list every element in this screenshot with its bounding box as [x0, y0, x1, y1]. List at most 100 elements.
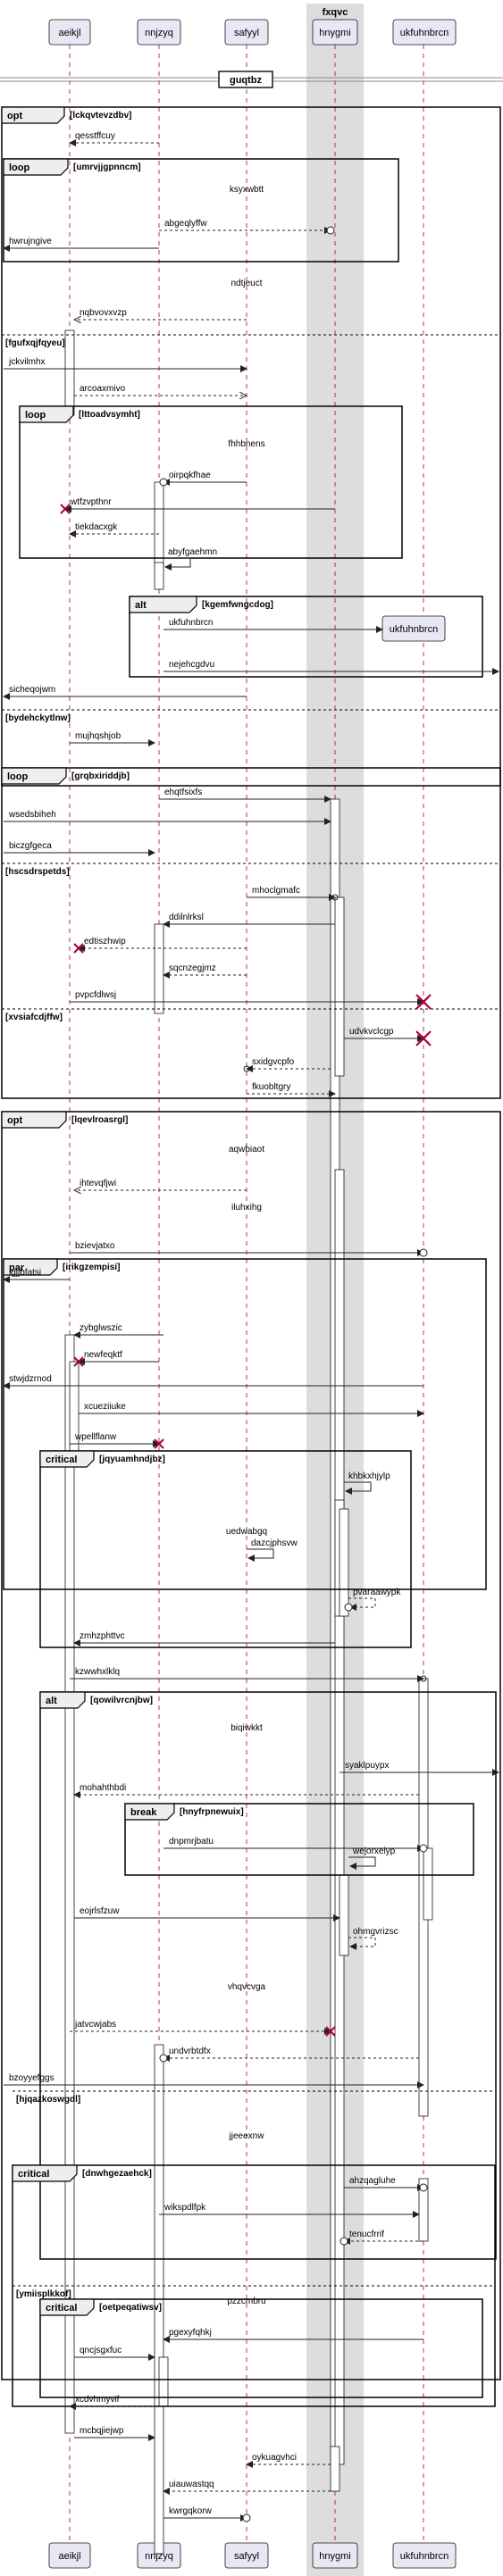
participant-head-nnjzyq: nnjzyq: [137, 19, 181, 46]
message-label: igjjbfatsi: [9, 1268, 41, 1278]
fragment-frame: loop[umrvjjgpnncm]: [3, 158, 399, 263]
fragment-condition: [dnwhgezaehck]: [82, 2169, 152, 2179]
participant-label: hnygmi: [319, 28, 350, 38]
message-label: abgeqlyffw: [164, 219, 207, 229]
message: pvpcfdlwsj: [70, 990, 424, 1005]
lost-found-circle: [419, 2183, 428, 2192]
message-label: sxidgvcpfo: [252, 1057, 295, 1067]
fragment-kind: alt: [46, 1696, 57, 1706]
message-label: bzievjatxo: [75, 1241, 115, 1251]
message-label: ukfuhnbrcn: [169, 618, 213, 628]
message-label: ohmgvrizsc: [353, 1927, 398, 1937]
message: ukfuhnbrcn: [163, 618, 383, 633]
participant-created-ukfuhnbrcn: ukfuhnbrcn: [381, 615, 446, 642]
message: igjjbfatsi: [3, 1268, 70, 1283]
participant-label: aeikjl: [58, 28, 80, 38]
fragment-frame: alt[qowilvrcnjbw]: [39, 1691, 497, 2260]
message: ddilnlrksl: [163, 913, 335, 928]
message: pgexyfqhkj: [163, 2328, 423, 2343]
message: wikspdlfpk: [159, 2203, 420, 2218]
fragment-condition: [jqyuamhndjbz]: [99, 1455, 165, 1464]
message-label: mohahthbdi: [80, 1783, 126, 1793]
divider-label: guqtbz: [230, 75, 263, 86]
fragment-kind: opt: [7, 111, 22, 121]
participant-label: hnygmi: [319, 2551, 350, 2562]
activation-bar: [154, 481, 164, 568]
note-text: aqwbiaot: [229, 1145, 264, 1155]
message: sqcnzegjmz: [163, 963, 247, 979]
fragment-kind: critical: [46, 1455, 77, 1465]
message: undvrbtdfx: [163, 2047, 419, 2062]
message-label: xcueziiuke: [84, 1402, 126, 1412]
fragment-kind: alt: [135, 600, 147, 611]
message: khbkxhjylp: [344, 1471, 390, 1495]
message: jatvcwjabs: [70, 2020, 331, 2035]
message: arcoaxmivo: [74, 384, 247, 396]
message-label: qncjsgxfuc: [80, 2346, 122, 2355]
activation-bar: [154, 562, 164, 590]
participant-foot-ukfuhnbrcn: ukfuhnbrcn: [392, 2542, 457, 2569]
message: wtfzvpthnr: [64, 497, 335, 513]
message: zmhzphttvc: [73, 1631, 335, 1646]
message-label: dnpmrjbatu: [169, 1837, 214, 1847]
message: newfeqktf: [78, 1350, 159, 1365]
message-label: ihtevqfjwi: [80, 1179, 116, 1188]
lost-found-circle: [159, 2054, 168, 2063]
message: wpellflanw: [70, 1432, 160, 1447]
message: dazcjphsvw: [247, 1538, 298, 1562]
fragment-condition: [grqbxiriddjb]: [71, 771, 130, 781]
lost-found-circle: [419, 1844, 428, 1853]
else-condition: [bydehckytlnw]: [5, 713, 71, 723]
message: kzwwhxlklq: [70, 1667, 424, 1682]
participant-head-hnygmi: hnygmi: [312, 19, 358, 46]
participant-foot-safyyl: safyyl: [224, 2542, 269, 2569]
note-text: iluhxihg: [231, 1203, 262, 1213]
message-label: fkuobltgry: [252, 1082, 290, 1092]
message: bzievjatxo: [70, 1241, 424, 1256]
lost-found-circle: [326, 226, 335, 235]
fragment-kind: loop: [9, 163, 29, 173]
message-arrow: [344, 1481, 372, 1495]
lost-found-circle: [419, 1248, 428, 1257]
fragment-kind: opt: [7, 1115, 22, 1126]
activation-bar: [330, 2446, 340, 2492]
message-label: eojrlsfzuw: [80, 1906, 120, 1916]
fragment-frame: critical [jqyuamhndjbz]: [39, 1450, 412, 1648]
message-arrow: [247, 1548, 274, 1562]
message-label: oykuagvhci: [252, 2453, 297, 2463]
else-separator: [ymiisplkkof]: [13, 2285, 495, 2299]
fragment-frame: critical[oetpeqatiwsv]: [39, 2298, 483, 2398]
note-text: fhhbnens: [228, 439, 264, 449]
message-label: biczgfgeca: [9, 841, 52, 851]
message-label: syaklpuypx: [345, 1761, 389, 1771]
participant-head-aeikjl: aeikjl: [48, 19, 91, 46]
message: xcueziiuke: [79, 1402, 424, 1417]
else-separator: [bydehckytlnw]: [2, 709, 500, 723]
activation-bar: [64, 1334, 75, 2434]
participant-label: nnjzyq: [145, 2551, 173, 2562]
message-label: edtiszhwip: [84, 937, 126, 946]
participant-label: ukfuhnbrcn: [400, 28, 449, 38]
message: nejehcgdvu: [163, 660, 499, 675]
message-label: zybglwszic: [80, 1323, 122, 1333]
message-label: wikspdlfpk: [163, 2203, 206, 2213]
message: tenucfrrif: [343, 2230, 423, 2245]
destroy-mark-large: [415, 1030, 432, 1046]
fragment-condition: [oetpeqatiwsv]: [99, 2303, 162, 2313]
fragment-condition: [kgemfwngcdog]: [202, 600, 273, 610]
message: bzoyyefggs: [4, 2073, 424, 2088]
fragment-frame: opt[lqevlroasrgl]: [1, 1111, 501, 2380]
fragment-frame: alt [kgemfwngcdog]: [129, 596, 483, 678]
participant-label: safyyl: [234, 2551, 259, 2562]
message-label: hwrujngive: [9, 237, 52, 246]
note-text: biqiwkkt: [231, 1723, 263, 1733]
fragment-condition: [lttoadvsymht]: [79, 410, 140, 420]
note-text: pzzcmbru: [227, 2297, 265, 2306]
message: nqbvovxvzp: [74, 308, 247, 320]
message: syaklpuypx: [340, 1761, 499, 1776]
destroy-marks: [60, 504, 432, 2037]
message: pvaraawypk: [348, 1588, 401, 1611]
message: mhoclgmafc: [247, 886, 336, 901]
message-label: uiauwastqq: [169, 2480, 214, 2489]
